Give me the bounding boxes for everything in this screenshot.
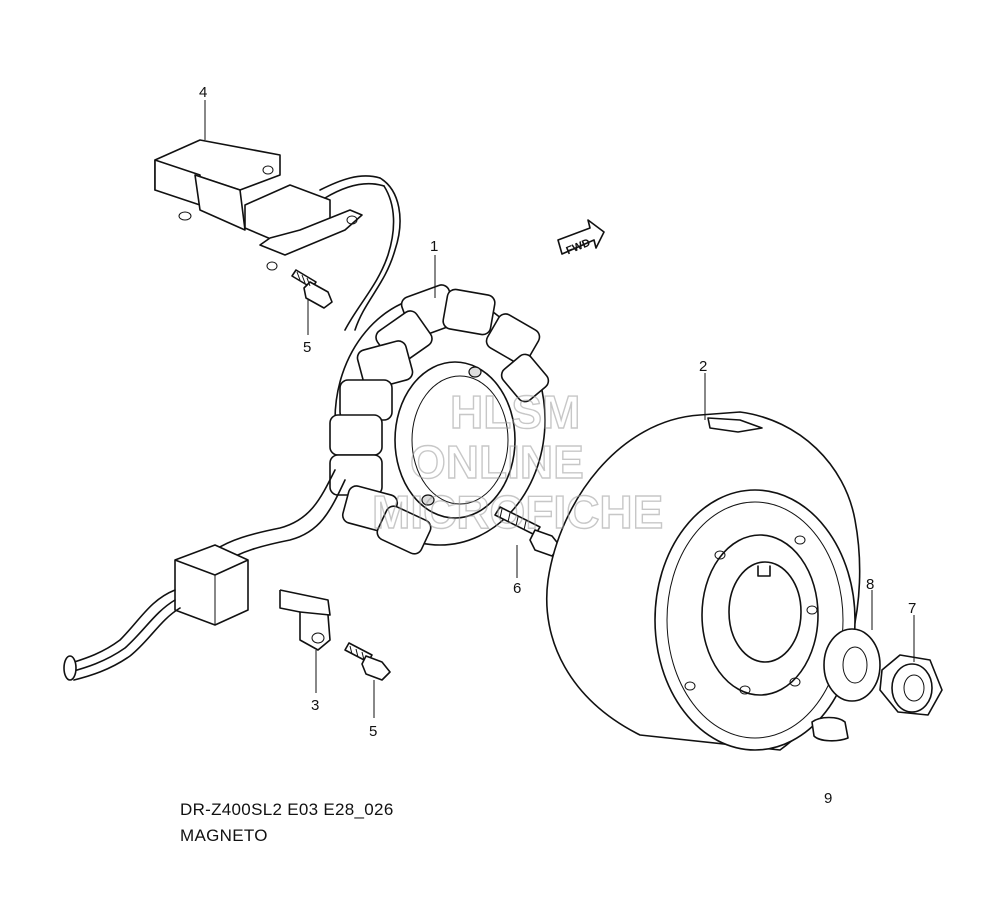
callouts: 4 1 2 5 6 3 5 8 7 9	[199, 84, 916, 807]
callout-5-lower: 5	[369, 723, 377, 740]
watermark-line-3: MICROFICHE	[372, 486, 663, 538]
callout-7: 7	[908, 600, 916, 617]
part-6-bolt	[494, 506, 561, 557]
part-2-flywheel	[546, 411, 861, 751]
callout-9: 9	[824, 790, 832, 807]
callout-8: 8	[866, 576, 874, 593]
callout-2: 2	[699, 358, 707, 375]
part-7-nut	[879, 654, 943, 716]
stator-wire-harness	[63, 469, 346, 681]
watermark: HLSM ONLINE MICROFICHE	[371, 385, 664, 538]
callout-5-upper: 5	[303, 339, 311, 356]
fwd-arrow: FWD	[557, 219, 605, 257]
watermark-line-2: ONLINE	[410, 436, 584, 488]
part-3-clamp	[279, 589, 331, 651]
callout-4: 4	[199, 84, 207, 101]
part-5-bolt-upper	[291, 269, 333, 309]
section-title: MAGNETO	[180, 826, 268, 845]
model-code: DR-Z400SL2 E03 E28_026	[180, 800, 394, 819]
part-1-stator	[329, 284, 550, 555]
callout-1: 1	[430, 238, 438, 255]
callout-3: 3	[311, 697, 319, 714]
part-4-bracket	[154, 139, 401, 331]
part-9-key	[811, 716, 849, 742]
callout-6: 6	[513, 580, 521, 597]
part-8-washer	[823, 628, 881, 702]
part-5-bolt-lower	[344, 642, 391, 681]
watermark-line-1: HLSM	[450, 386, 580, 438]
leader-lines	[204, 100, 915, 718]
